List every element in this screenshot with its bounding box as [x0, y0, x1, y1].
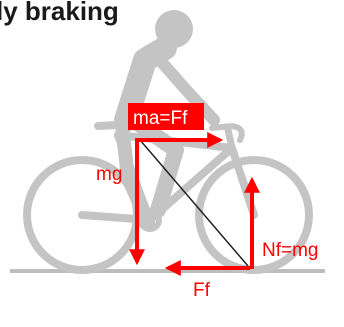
front-wheel	[195, 156, 313, 274]
inertial-label-box	[128, 103, 204, 130]
handlebar	[209, 123, 245, 143]
rider-head	[155, 10, 193, 48]
inertial-force-label: ma=Ff	[133, 108, 188, 129]
resultant-line	[139, 139, 249, 267]
stem	[224, 126, 236, 152]
weight-force-label: mg	[96, 164, 122, 185]
rider-torso	[114, 36, 177, 132]
cyclist-icon	[23, 36, 313, 274]
title: ly braking	[0, 0, 119, 26]
friction-force-label: Ff	[193, 280, 211, 301]
rider-arm	[152, 52, 220, 126]
normal-force-label: Nf=mg	[262, 240, 319, 261]
rider-leg-back	[115, 118, 155, 229]
